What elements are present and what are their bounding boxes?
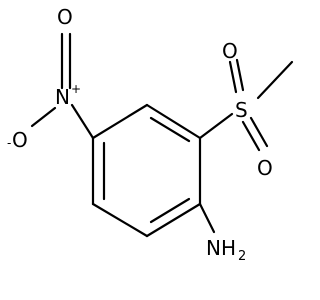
bond-ring-to-sulfur <box>198 112 234 140</box>
bond-ring-to-nitro-n <box>70 103 95 140</box>
ring-bond-c1-c2 <box>145 103 202 140</box>
atom-label-amine-subscript: 2 <box>238 249 246 264</box>
atom-charge-nitro-n: + <box>71 82 81 96</box>
structure-canvas: O N + - O O S O NH 2 <box>7 5 294 264</box>
bond-s-o-bottom-a <box>241 120 261 152</box>
ring-bond-c3-c4 <box>145 202 202 238</box>
bond-s-o-bottom-b <box>249 116 269 148</box>
benzene-ring <box>91 103 202 238</box>
bond-nitro-n-o-single <box>30 106 57 128</box>
atom-label-sulfonyl-o-top: O <box>222 39 238 63</box>
bond-s-o-top-a <box>228 60 238 94</box>
atom-label-nitro-o-minus: O <box>12 128 28 152</box>
atom-label-nitro-n: N <box>55 85 70 109</box>
atom-charge-nitro-o: - <box>7 136 11 150</box>
atom-label-sulfonyl-o-bottom: O <box>257 156 273 180</box>
ring-bond-c4-c5 <box>91 202 149 238</box>
atom-label-amine: NH <box>206 236 236 260</box>
ring-inner-bond-1 <box>149 116 191 143</box>
atom-labels: O N + - O O S O NH 2 <box>7 5 273 264</box>
bond-s-o-top-b <box>235 58 245 92</box>
bond-s-methyl <box>256 60 294 100</box>
substituent-bonds <box>30 32 294 234</box>
ring-bond-c6-c1 <box>91 103 149 140</box>
bond-ring-to-amine <box>198 202 216 234</box>
ring-inner-bond-2 <box>149 197 191 224</box>
atom-label-sulfur: S <box>235 98 248 122</box>
molecule-diagram: O N + - O O S O NH 2 <box>7 5 294 264</box>
atom-label-nitro-o-top: O <box>57 5 73 29</box>
